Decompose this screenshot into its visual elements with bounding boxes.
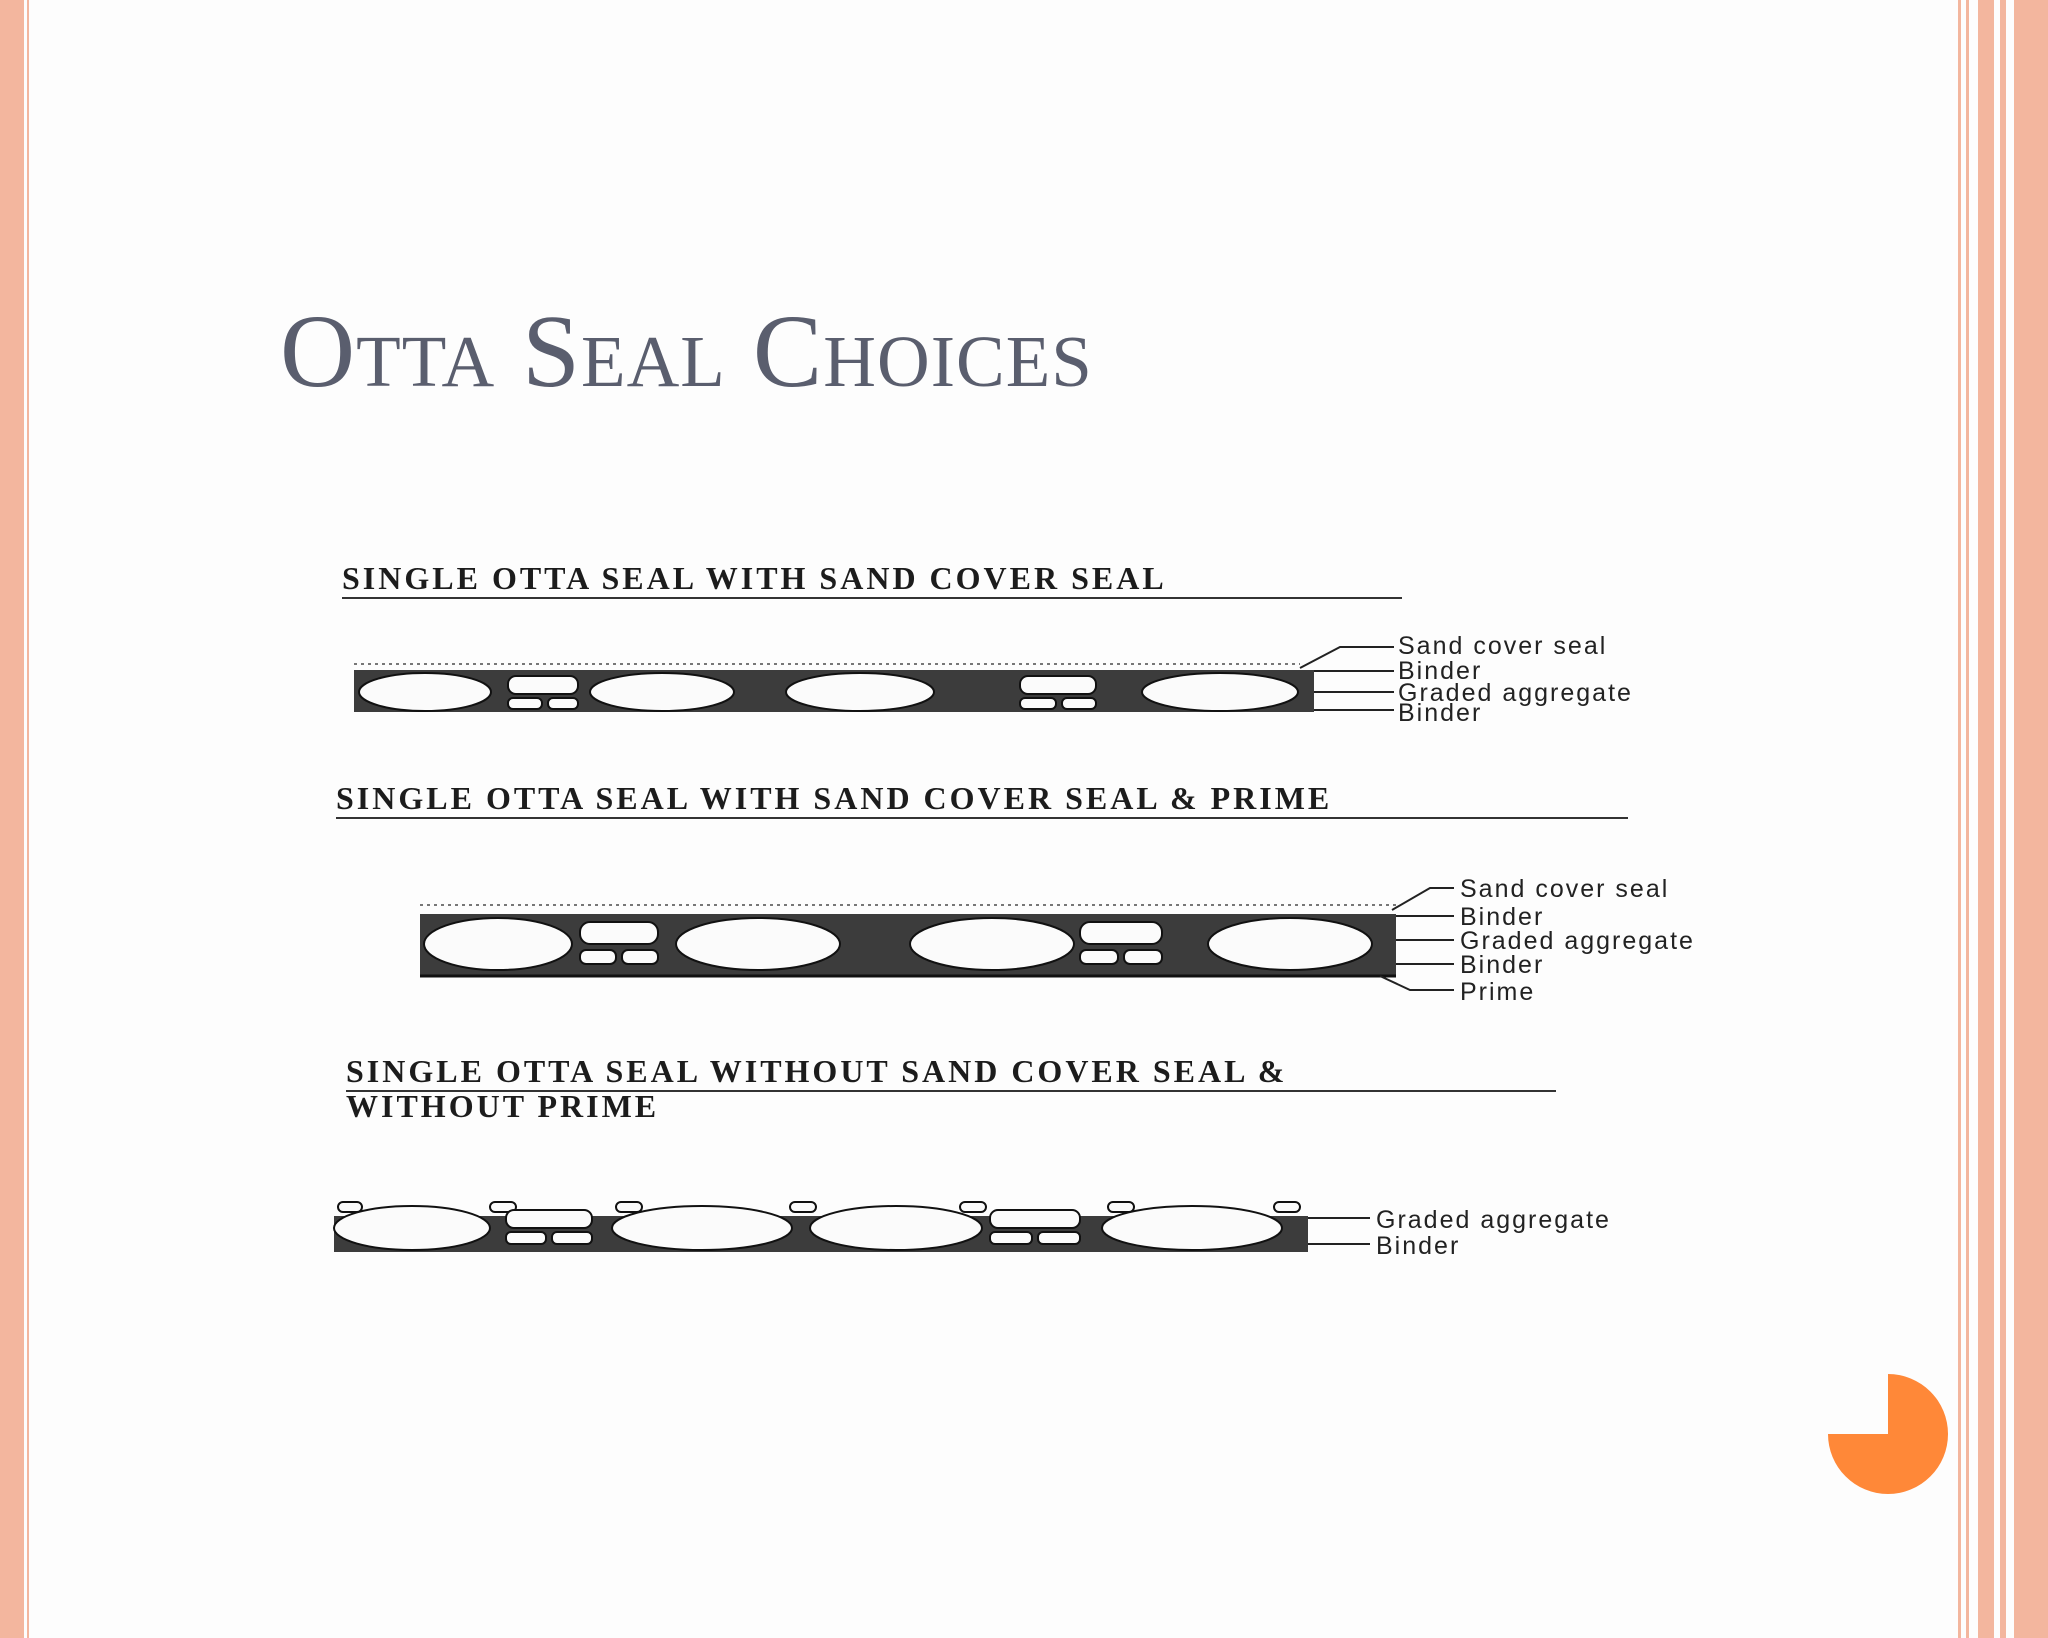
left-border-line [27,0,29,1638]
left-border-stripe [0,0,24,1638]
diagram-2-label-prime: Prime [1460,978,1536,1006]
diagram-3-cross-section [333,1201,1370,1252]
diagram-1-heading: SINGLE OTTA SEAL WITH SAND COVER SEAL [342,561,1402,599]
right-border-band [1978,0,1994,1638]
diagram-1-label-binder-top: Binder [1398,657,1483,685]
diagram-3-label-graded-aggregate: Graded aggregate [1376,1206,1611,1234]
diagram-1-label-sand-cover-seal: Sand cover seal [1398,632,1608,660]
right-border-band-outer [2014,0,2048,1638]
slide-title: Otta Seal Choices [280,294,1093,409]
diagram-3-heading-line1: SINGLE OTTA SEAL WITHOUT SAND COVER SEAL… [346,1054,1556,1092]
right-border-line-outer [2000,0,2006,1638]
diagram-2-cross-section [420,887,1454,991]
diagram-2-label-binder-top: Binder [1460,903,1545,931]
diagram-3-heading-line2: WITHOUT PRIME [346,1088,660,1124]
diagram-2-label-graded-aggregate: Graded aggregate [1460,927,1695,955]
diagram-1-label-graded-aggregate: Graded aggregate [1398,679,1633,707]
diagram-1-cross-section [354,646,1394,712]
diagram-2-label-binder-bottom: Binder [1460,951,1545,979]
right-border-line-inner [1958,0,1961,1638]
corner-pie-icon [1828,1374,1948,1494]
diagram-2-label-sand-cover-seal: Sand cover seal [1460,875,1670,903]
diagram-2-heading: SINGLE OTTA SEAL WITH SAND COVER SEAL & … [336,781,1628,819]
diagram-3-label-binder: Binder [1376,1232,1461,1260]
diagram-1-label-binder-bottom: Binder [1398,699,1483,727]
right-border-line [1966,0,1969,1638]
